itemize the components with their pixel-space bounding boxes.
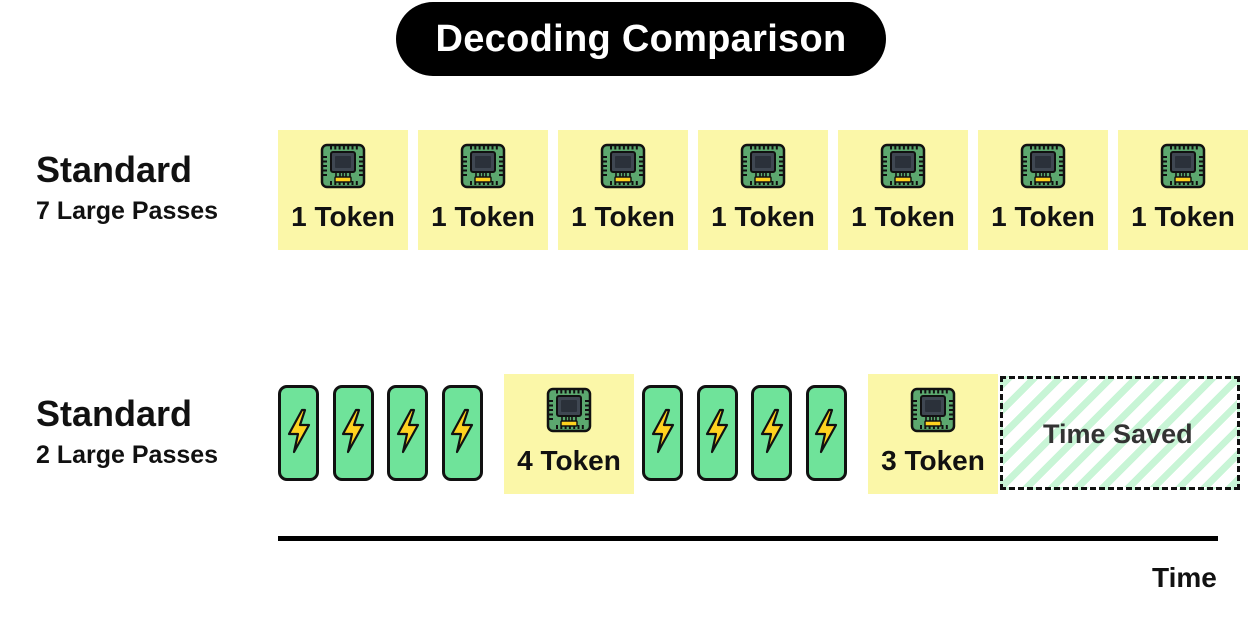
token-box: 1 Token xyxy=(558,130,688,250)
chip-icon xyxy=(1159,142,1207,195)
lightning-icon xyxy=(286,408,312,459)
lightning-icon xyxy=(650,408,676,459)
token-label: 1 Token xyxy=(431,201,535,232)
token-label: 1 Token xyxy=(571,201,675,232)
draft-pass-card xyxy=(642,385,683,481)
verify-token-box: 4 Token xyxy=(504,374,634,494)
draft-pass-card xyxy=(387,385,428,481)
draft-pass-card xyxy=(751,385,792,481)
chip-icon xyxy=(909,386,957,439)
lightning-icon xyxy=(813,408,839,459)
chip-icon xyxy=(319,142,367,195)
chip-icon xyxy=(739,142,787,195)
token-box: 1 Token xyxy=(418,130,548,250)
token-box: 1 Token xyxy=(838,130,968,250)
token-label: 1 Token xyxy=(851,201,955,232)
token-label: 4 Token xyxy=(517,445,621,476)
token-label: 1 Token xyxy=(291,201,395,232)
draft-pass-card xyxy=(332,385,374,481)
diagram-title: Decoding Comparison xyxy=(435,17,847,60)
chip-icon xyxy=(1019,142,1067,195)
token-label: 1 Token xyxy=(991,201,1095,232)
row-name: Standard xyxy=(36,393,193,434)
lightning-icon xyxy=(759,408,785,459)
token-box: 1 Token xyxy=(1118,130,1248,250)
token-label: 3 Token xyxy=(881,445,985,476)
lightning-icon xyxy=(704,408,730,459)
row-label-speculative: Standard 2 Large Passes xyxy=(36,394,218,470)
time-axis-line xyxy=(278,536,1218,541)
draft-pass-card xyxy=(278,385,319,481)
row-subtitle: 7 Large Passes xyxy=(36,197,219,225)
lightning-icon xyxy=(449,408,475,459)
token-label: 1 Token xyxy=(711,201,815,232)
time-saved-label: Time Saved xyxy=(1043,419,1193,449)
draft-pass-card xyxy=(441,385,483,481)
token-box: 1 Token xyxy=(978,130,1108,250)
row-label-standard: Standard 7 Large Passes xyxy=(36,150,218,226)
title-pill: Decoding Comparison xyxy=(396,2,886,76)
lightning-icon xyxy=(395,408,421,459)
time-axis-label: Time xyxy=(1152,562,1217,593)
lightning-icon xyxy=(340,408,366,459)
draft-pass-card xyxy=(805,385,847,481)
time-saved-box: Time Saved xyxy=(1000,376,1240,490)
chip-icon xyxy=(545,386,593,439)
token-box: 1 Token xyxy=(698,130,828,250)
chip-icon xyxy=(459,142,507,195)
row-name: Standard xyxy=(36,149,193,190)
token-box: 1 Token xyxy=(278,130,408,250)
chip-icon xyxy=(599,142,647,195)
draft-pass-card xyxy=(696,385,738,481)
verify-token-box: 3 Token xyxy=(868,374,998,494)
row-subtitle: 2 Large Passes xyxy=(36,441,219,469)
chip-icon xyxy=(879,142,927,195)
token-label: 1 Token xyxy=(1131,201,1235,232)
